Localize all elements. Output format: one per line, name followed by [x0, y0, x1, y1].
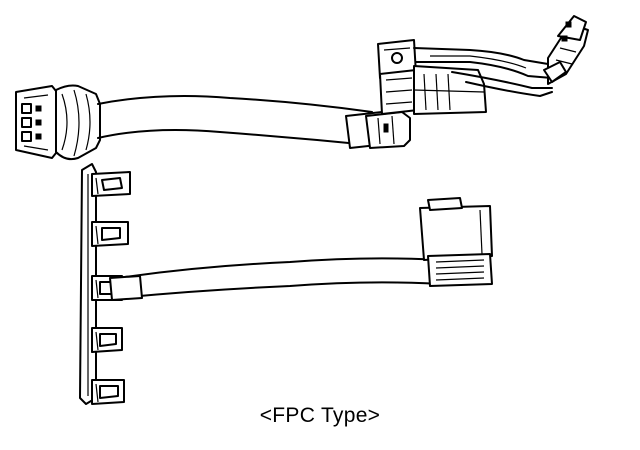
rail-terminal-4 [91, 327, 123, 353]
flexible-printed-circuit [413, 47, 553, 97]
rail-terminal-5 [91, 379, 125, 405]
upper-small-connector [365, 111, 411, 149]
lower-harness [79, 163, 493, 405]
upper-cable [97, 95, 387, 149]
upper-harness [15, 15, 589, 161]
fpc-end-connector [543, 15, 589, 85]
lower-cable [109, 257, 441, 301]
rail-terminal-1 [91, 171, 131, 197]
round-connector [15, 84, 101, 161]
junction-block [377, 39, 487, 115]
lower-rect-connector [419, 197, 493, 287]
rail-terminal-2 [91, 221, 129, 247]
diagram-caption: <FPC Type> [259, 404, 381, 427]
